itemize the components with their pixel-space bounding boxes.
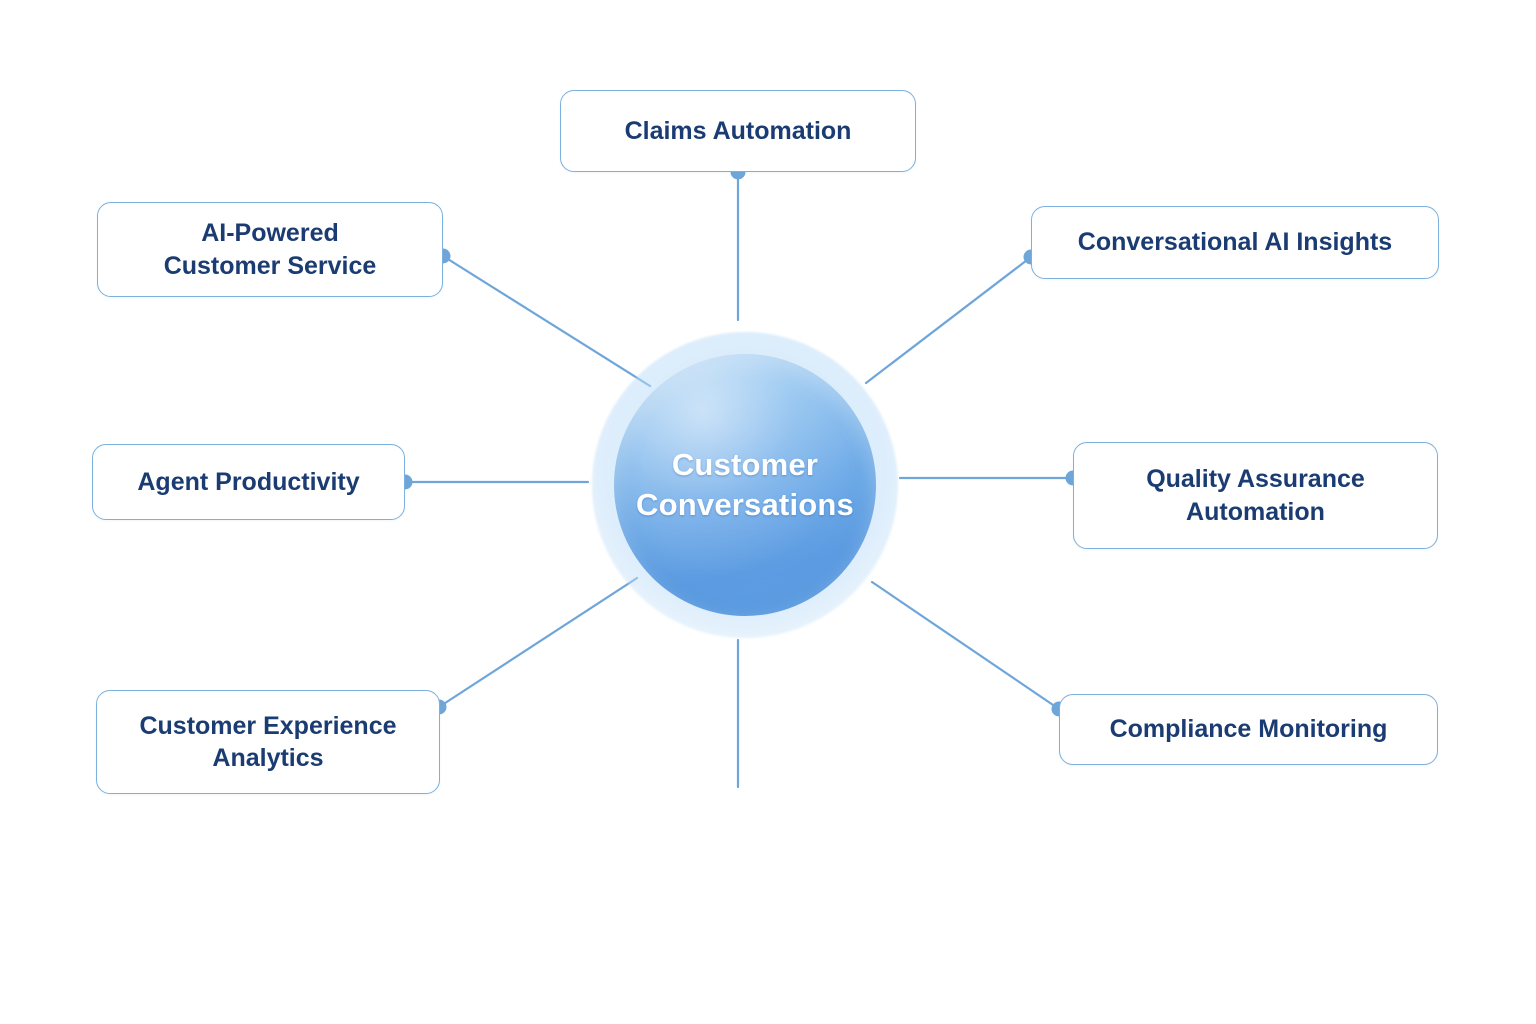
- hub-label: Customer Conversations: [636, 445, 854, 524]
- node-label-quality-assurance-automation: Quality Assurance Automation: [1146, 463, 1365, 528]
- node-label-conversational-ai-insights: Conversational AI Insights: [1077, 228, 1393, 257]
- node-customer-experience-analytics[interactable]: Customer Experience Analytics: [96, 690, 440, 794]
- hub-label-line-2: Conversations: [636, 487, 854, 522]
- node-label-agent-productivity: Agent Productivity: [137, 467, 360, 496]
- hub-label-line-1: Customer: [671, 447, 819, 483]
- node-label-line-2: Analytics: [212, 744, 324, 772]
- hub-circle: [614, 354, 876, 616]
- node-label-line-2: Customer Service: [163, 251, 377, 280]
- node-label-claims-automation: Claims Automation: [624, 116, 852, 145]
- node-compliance-monitoring[interactable]: Compliance Monitoring: [1059, 694, 1438, 765]
- node-agent-productivity[interactable]: Agent Productivity: [92, 444, 405, 520]
- node-label-line-2: Automation: [1186, 497, 1325, 526]
- node-quality-assurance-automation[interactable]: Quality Assurance Automation: [1073, 442, 1438, 549]
- node-label-line-1: Quality Assurance: [1146, 465, 1365, 493]
- node-label-customer-experience-analytics: Customer Experience Analytics: [139, 710, 396, 775]
- node-ai-powered-customer-service[interactable]: AI-Powered Customer Service: [97, 202, 443, 297]
- node-claims-automation[interactable]: Claims Automation: [560, 90, 916, 172]
- node-conversational-ai-insights[interactable]: Conversational AI Insights: [1031, 206, 1439, 279]
- node-label-line-1: AI-Powered: [201, 219, 339, 247]
- hub-node[interactable]: Customer Conversations: [580, 330, 910, 640]
- node-label-ai-powered-customer-service: AI-Powered Customer Service: [164, 217, 377, 282]
- node-label-line-1: Customer Experience: [139, 711, 397, 740]
- node-label-compliance-monitoring: Compliance Monitoring: [1109, 715, 1388, 744]
